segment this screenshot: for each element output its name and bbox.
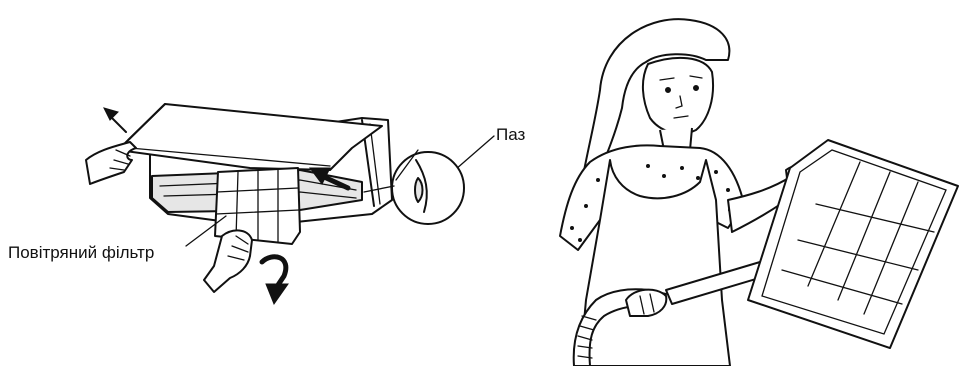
hand-lifting-panel	[85, 141, 137, 185]
held-air-filter	[747, 139, 959, 349]
curved-arrow-down-icon	[259, 254, 289, 306]
groove-label: Паз	[496, 125, 526, 144]
woman-figure	[559, 18, 807, 366]
air-filter-panel	[214, 167, 301, 245]
apron	[579, 159, 731, 366]
filter-grid	[781, 161, 935, 315]
hand-holding-filter	[203, 229, 253, 293]
arrow-up-left-icon	[103, 107, 127, 133]
air-filter-label: Повітряний фільтр	[8, 243, 155, 262]
vacuum-hose	[572, 261, 767, 366]
air-conditioner-unit	[117, 103, 393, 227]
filter-leader-line	[185, 215, 227, 247]
groove-magnifier	[363, 149, 465, 225]
arrow-left-icon	[309, 167, 351, 191]
